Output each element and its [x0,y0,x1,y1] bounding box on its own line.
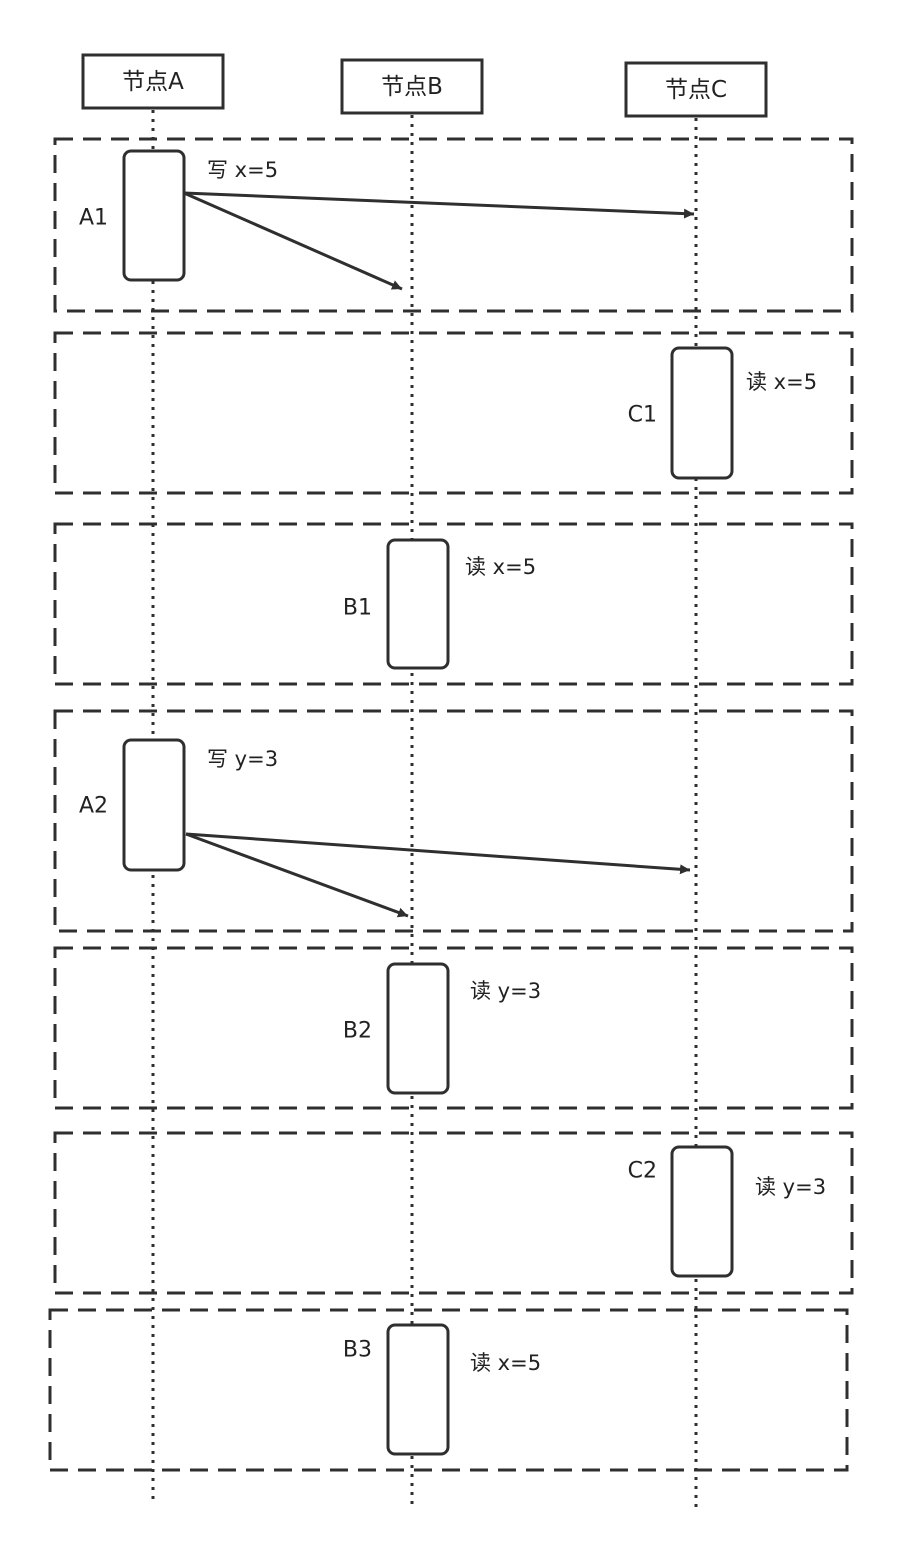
activation-b3 [386,1323,450,1456]
op-label-a2: 写 y=3 [207,747,278,771]
step-label-b1: B1 [343,596,372,621]
phase-frame-c1 [53,331,854,495]
step-labels: A1 C1 B1 A2 B2 C2 B3 [79,206,657,1363]
activation-b1 [386,538,450,670]
phase-frame-b2 [53,946,854,1110]
phase-frame-b3 [48,1308,849,1472]
node-headers: 节点A 节点B 节点C [81,53,768,118]
message-a1-to-b [183,191,403,291]
op-label-c1: 读 x=5 [746,370,817,394]
op-label-b3: 读 x=5 [470,1351,541,1375]
lifelines [151,110,698,1510]
phase-frames [48,137,854,1472]
node-header-b: 节点B [381,74,443,100]
step-label-c2: C2 [628,1159,657,1184]
node-header-b-box [340,58,484,115]
phase-frame-b1 [53,522,854,686]
op-label-a1: 写 x=5 [207,158,278,182]
node-header-c-box [624,61,768,118]
op-label-b2: 读 y=3 [470,979,541,1003]
step-label-c1: C1 [628,403,657,428]
op-label-b1: 读 x=5 [465,555,536,579]
message-a2-to-c [185,832,691,875]
message-a2-to-b [185,832,409,918]
activation-c1 [670,346,734,480]
message-a1-to-c [183,191,695,219]
activations [122,149,734,1456]
node-header-a: 节点A [122,69,184,95]
messages [183,191,695,918]
step-label-a2: A2 [79,794,108,819]
op-label-c2: 读 y=3 [755,1175,826,1199]
step-label-b3: B3 [343,1338,372,1363]
activation-b2 [386,962,450,1095]
step-label-b2: B2 [343,1019,372,1044]
phase-frame-a2 [53,709,854,933]
operation-labels: 写 x=5 读 x=5 读 x=5 写 y=3 读 y=3 读 y=3 读 x=… [207,158,826,1375]
phase-frame-a1 [53,137,854,313]
activation-a2 [122,738,186,872]
phase-frame-c2 [53,1131,854,1295]
activation-a1 [122,149,186,282]
activation-c2 [670,1145,734,1278]
node-header-a-box [81,53,225,110]
node-header-c: 节点C [665,77,727,103]
step-label-a1: A1 [79,206,108,231]
